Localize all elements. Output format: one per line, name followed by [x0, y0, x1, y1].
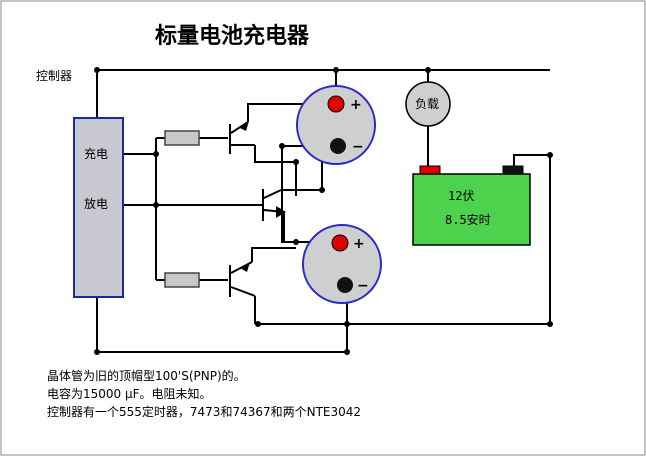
wires	[96, 69, 551, 353]
transistor-top	[229, 121, 255, 154]
battery-positive-terminal	[419, 165, 441, 175]
capacitor-top-minus: −	[352, 139, 364, 155]
capacitor-bottom-plus: +	[353, 236, 365, 252]
capacitor-top: + −	[296, 85, 376, 165]
diagram-title: 标量电池充电器	[155, 23, 310, 49]
capacitor-bottom: + −	[302, 224, 382, 304]
resistor-bottom	[164, 272, 200, 288]
transistor-middle	[262, 189, 286, 221]
transistor-bottom	[229, 261, 256, 297]
battery: 12伏 8.5安时	[412, 165, 531, 246]
discharge-label: 放电	[84, 196, 108, 211]
note-capacitor: 电容为15000 μF。电阻未知。	[47, 386, 212, 401]
capacitor-bottom-minus: −	[357, 278, 369, 294]
battery-capacity: 8.5安时	[445, 212, 491, 227]
resistor-top	[164, 130, 200, 146]
load-component: 负载	[405, 81, 451, 127]
load-label: 负载	[415, 97, 439, 111]
note-controller: 控制器有一个555定时器，7473和74367和两个NTE3042	[47, 404, 361, 419]
controller-box: 充电 放电	[73, 117, 124, 298]
capacitor-top-plus: +	[350, 97, 362, 113]
battery-negative-terminal	[502, 165, 524, 175]
battery-voltage: 12伏	[448, 189, 474, 203]
controller-label: 控制器	[36, 69, 72, 83]
charge-label: 充电	[84, 146, 108, 161]
junction-dots	[94, 67, 553, 355]
note-transistor: 晶体管为旧的顶帽型100'S(PNP)的。	[47, 368, 246, 383]
